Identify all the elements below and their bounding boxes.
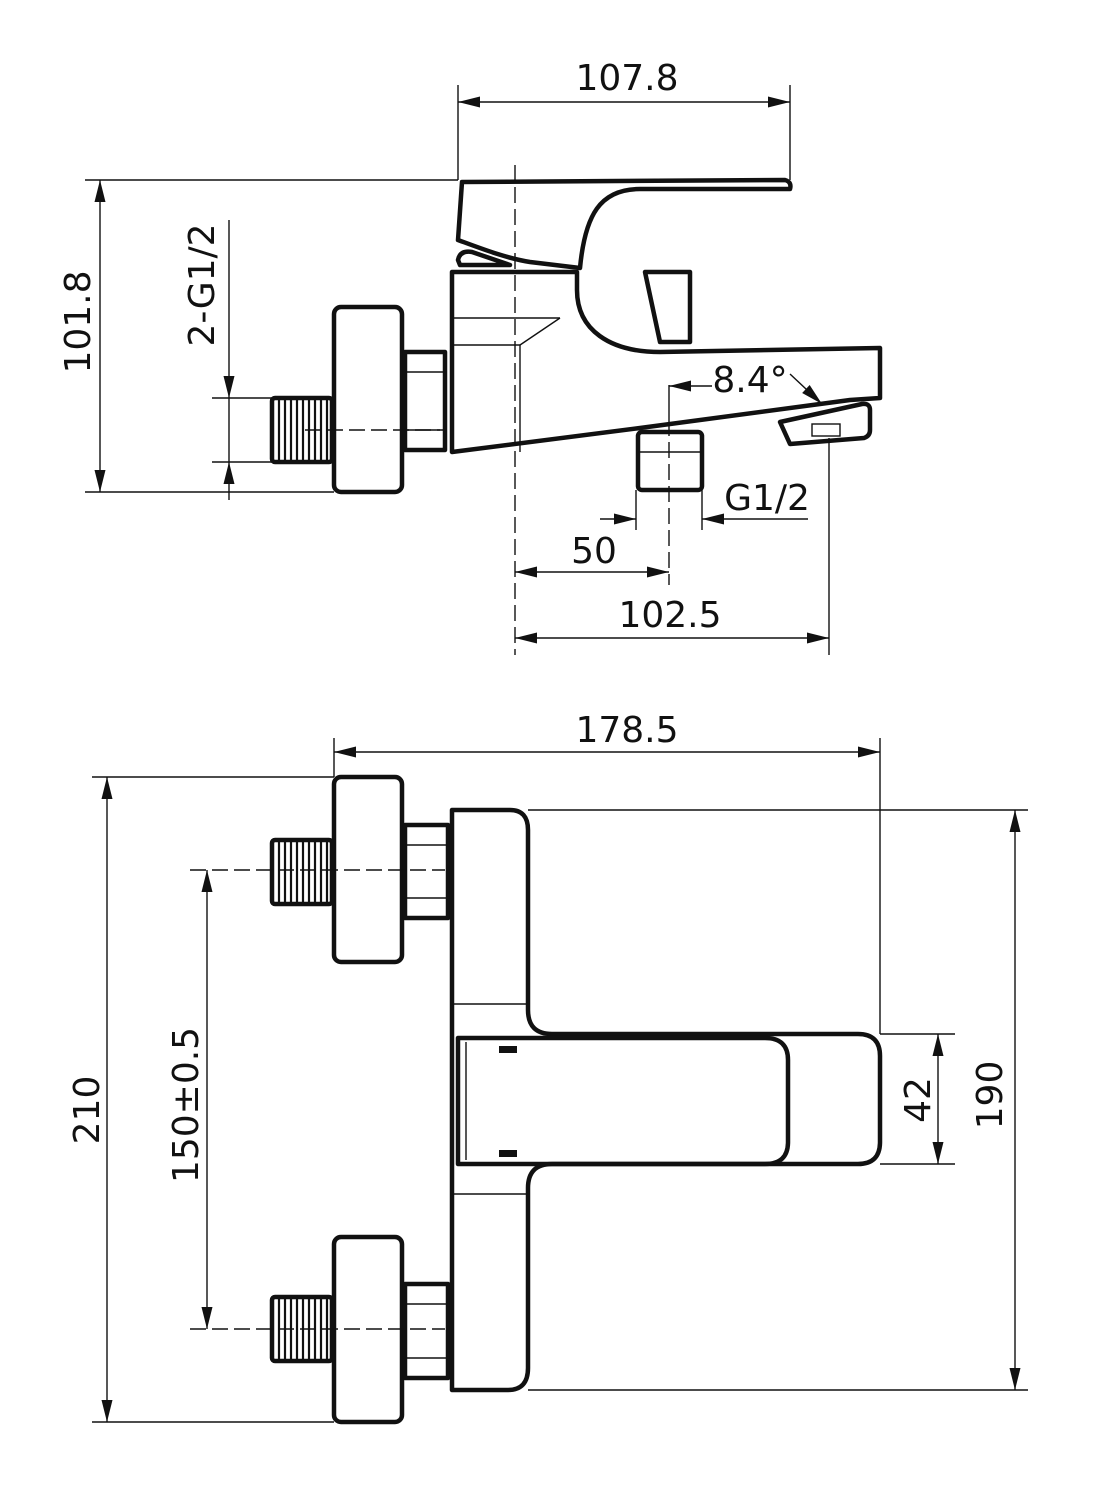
dim-height-label: 101.8 <box>58 270 99 373</box>
dim-inlet-thread-label: 2-G1/2 <box>182 223 223 346</box>
side-aerator <box>777 401 873 447</box>
front-upper-hex-nut <box>402 822 451 921</box>
side-hex-nut <box>402 349 448 453</box>
dim-spout-width-label: 42 <box>898 1077 939 1123</box>
dim-overall-width-label: 178.5 <box>575 710 678 751</box>
dim-spout-angle-label: 8.4° <box>712 360 787 401</box>
side-inlet-thread <box>269 395 335 465</box>
side-lever-handle <box>455 177 793 271</box>
front-spout-face <box>455 1035 791 1167</box>
dim-overall-height-label: 210 <box>67 1076 108 1145</box>
dim-outlet-offset-label: 50 <box>571 531 617 572</box>
dim-inlet-spacing-label: 150±0.5 <box>166 1027 207 1183</box>
dim-body-height-label: 190 <box>970 1061 1011 1130</box>
dim-spout-reach-label: 102.5 <box>618 595 721 636</box>
side-view: 107.8 101.8 2-G1/2 8.4° G1/2 50 102.5 <box>58 58 883 655</box>
front-body <box>449 807 883 1393</box>
side-wall-flange <box>331 304 405 495</box>
dim-outlet-thread-label: G1/2 <box>724 478 810 519</box>
front-view: 178.5 210 150±0.5 42 190 <box>67 710 1028 1425</box>
dim-top-label: 107.8 <box>575 58 678 99</box>
front-lower-hex-nut <box>402 1281 451 1381</box>
side-shower-outlet <box>635 429 705 493</box>
side-body <box>449 269 883 455</box>
front-upper-thread <box>269 837 335 907</box>
side-diverter-knob <box>642 269 693 345</box>
